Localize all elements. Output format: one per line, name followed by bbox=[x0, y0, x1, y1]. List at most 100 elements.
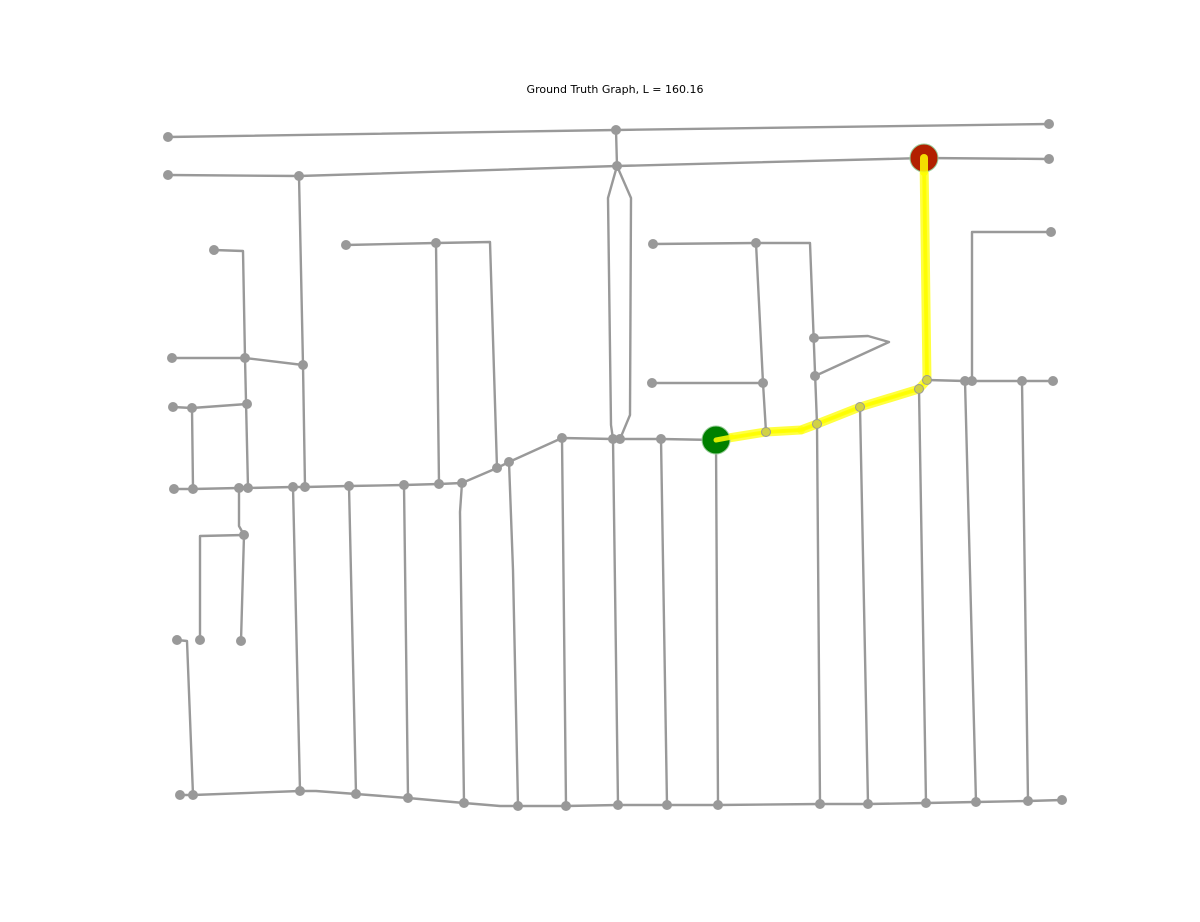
graph-node bbox=[457, 478, 467, 488]
graph-node bbox=[172, 635, 182, 645]
endpoint-markers bbox=[701, 143, 939, 455]
graph-node bbox=[1017, 376, 1027, 386]
graph-node bbox=[188, 484, 198, 494]
graph-node bbox=[295, 786, 305, 796]
graph-edge bbox=[291, 485, 302, 793]
graph-edge bbox=[614, 128, 619, 168]
graph-node bbox=[967, 376, 977, 386]
graph-edge bbox=[615, 164, 633, 441]
graph-edge bbox=[970, 230, 1053, 383]
graph-node bbox=[399, 480, 409, 490]
graph-node bbox=[557, 433, 567, 443]
graph-edge bbox=[171, 402, 249, 410]
graph-edge bbox=[1020, 379, 1030, 803]
graph-node bbox=[188, 790, 198, 800]
graph-node bbox=[713, 800, 723, 810]
graph-edge bbox=[611, 437, 620, 807]
graph-node bbox=[656, 434, 666, 444]
graph-edge bbox=[166, 122, 1051, 139]
graph-node bbox=[815, 799, 825, 809]
shortest-path bbox=[711, 153, 932, 445]
graph-edge bbox=[458, 481, 466, 805]
path-node bbox=[813, 420, 821, 428]
graph-node bbox=[1044, 154, 1054, 164]
graph-node bbox=[288, 482, 298, 492]
graph-edge bbox=[198, 486, 246, 642]
graph-node bbox=[492, 463, 502, 473]
graph-node bbox=[168, 402, 178, 412]
graph-node bbox=[434, 479, 444, 489]
graph-node bbox=[513, 801, 523, 811]
graph-node bbox=[921, 798, 931, 808]
graph-node bbox=[298, 360, 308, 370]
graph-edge bbox=[507, 460, 520, 808]
graph-node bbox=[612, 161, 622, 171]
graph-node bbox=[341, 240, 351, 250]
graph-edge bbox=[917, 387, 928, 805]
graph-node bbox=[561, 801, 571, 811]
graph-node bbox=[758, 378, 768, 388]
graph-node bbox=[960, 376, 970, 386]
graph-node bbox=[1046, 227, 1056, 237]
path-node bbox=[923, 376, 931, 384]
graph-edge bbox=[212, 248, 250, 490]
graph-node bbox=[648, 239, 658, 249]
path-node bbox=[797, 426, 805, 434]
graph-node bbox=[1044, 119, 1054, 129]
graph-edge bbox=[754, 241, 768, 434]
graph-edge bbox=[347, 484, 358, 796]
path-node bbox=[856, 403, 864, 411]
graph-node bbox=[163, 132, 173, 142]
graph-edge bbox=[963, 379, 978, 804]
graph-node bbox=[187, 403, 197, 413]
graph-node bbox=[240, 353, 250, 363]
graph-node bbox=[403, 793, 413, 803]
graph-node bbox=[169, 484, 179, 494]
graph-node bbox=[1048, 376, 1058, 386]
graph-node bbox=[810, 371, 820, 381]
graph-node bbox=[611, 125, 621, 135]
graph-node bbox=[1023, 796, 1033, 806]
graph-edge bbox=[858, 405, 870, 806]
graph-edge bbox=[170, 356, 305, 367]
graph-edge bbox=[714, 438, 720, 807]
graph-node bbox=[163, 170, 173, 180]
graph-node bbox=[662, 800, 672, 810]
graph-node bbox=[209, 245, 219, 255]
graph-edge bbox=[239, 533, 246, 643]
graph-edge bbox=[190, 406, 195, 491]
graph-node bbox=[234, 483, 244, 493]
graph-node bbox=[243, 483, 253, 493]
graph-node bbox=[236, 636, 246, 646]
path-node bbox=[762, 428, 770, 436]
graph-node bbox=[459, 798, 469, 808]
graph-node bbox=[294, 171, 304, 181]
graph-node bbox=[751, 238, 761, 248]
graph-node bbox=[300, 482, 310, 492]
graph-node bbox=[613, 800, 623, 810]
graph-edge bbox=[651, 241, 819, 426]
graph-edge bbox=[175, 638, 195, 797]
graph-edge bbox=[402, 483, 410, 800]
graph-node bbox=[344, 481, 354, 491]
graph-edge bbox=[344, 240, 499, 470]
graph-edge bbox=[297, 174, 307, 489]
graph-edge bbox=[606, 164, 619, 441]
graph-node bbox=[608, 434, 618, 444]
graph-node bbox=[615, 434, 625, 444]
graph-node bbox=[175, 790, 185, 800]
graph-node bbox=[863, 799, 873, 809]
graph-node bbox=[431, 238, 441, 248]
path-segment-core bbox=[714, 156, 929, 442]
graph-node bbox=[242, 399, 252, 409]
graph-edge bbox=[434, 241, 441, 486]
graph-edge bbox=[815, 422, 822, 806]
path-node bbox=[915, 385, 923, 393]
graph-node bbox=[809, 333, 819, 343]
graph-node bbox=[195, 635, 205, 645]
graph-edge bbox=[812, 334, 891, 378]
graph-node bbox=[1057, 795, 1067, 805]
graph-node bbox=[971, 797, 981, 807]
graph-node bbox=[239, 530, 249, 540]
